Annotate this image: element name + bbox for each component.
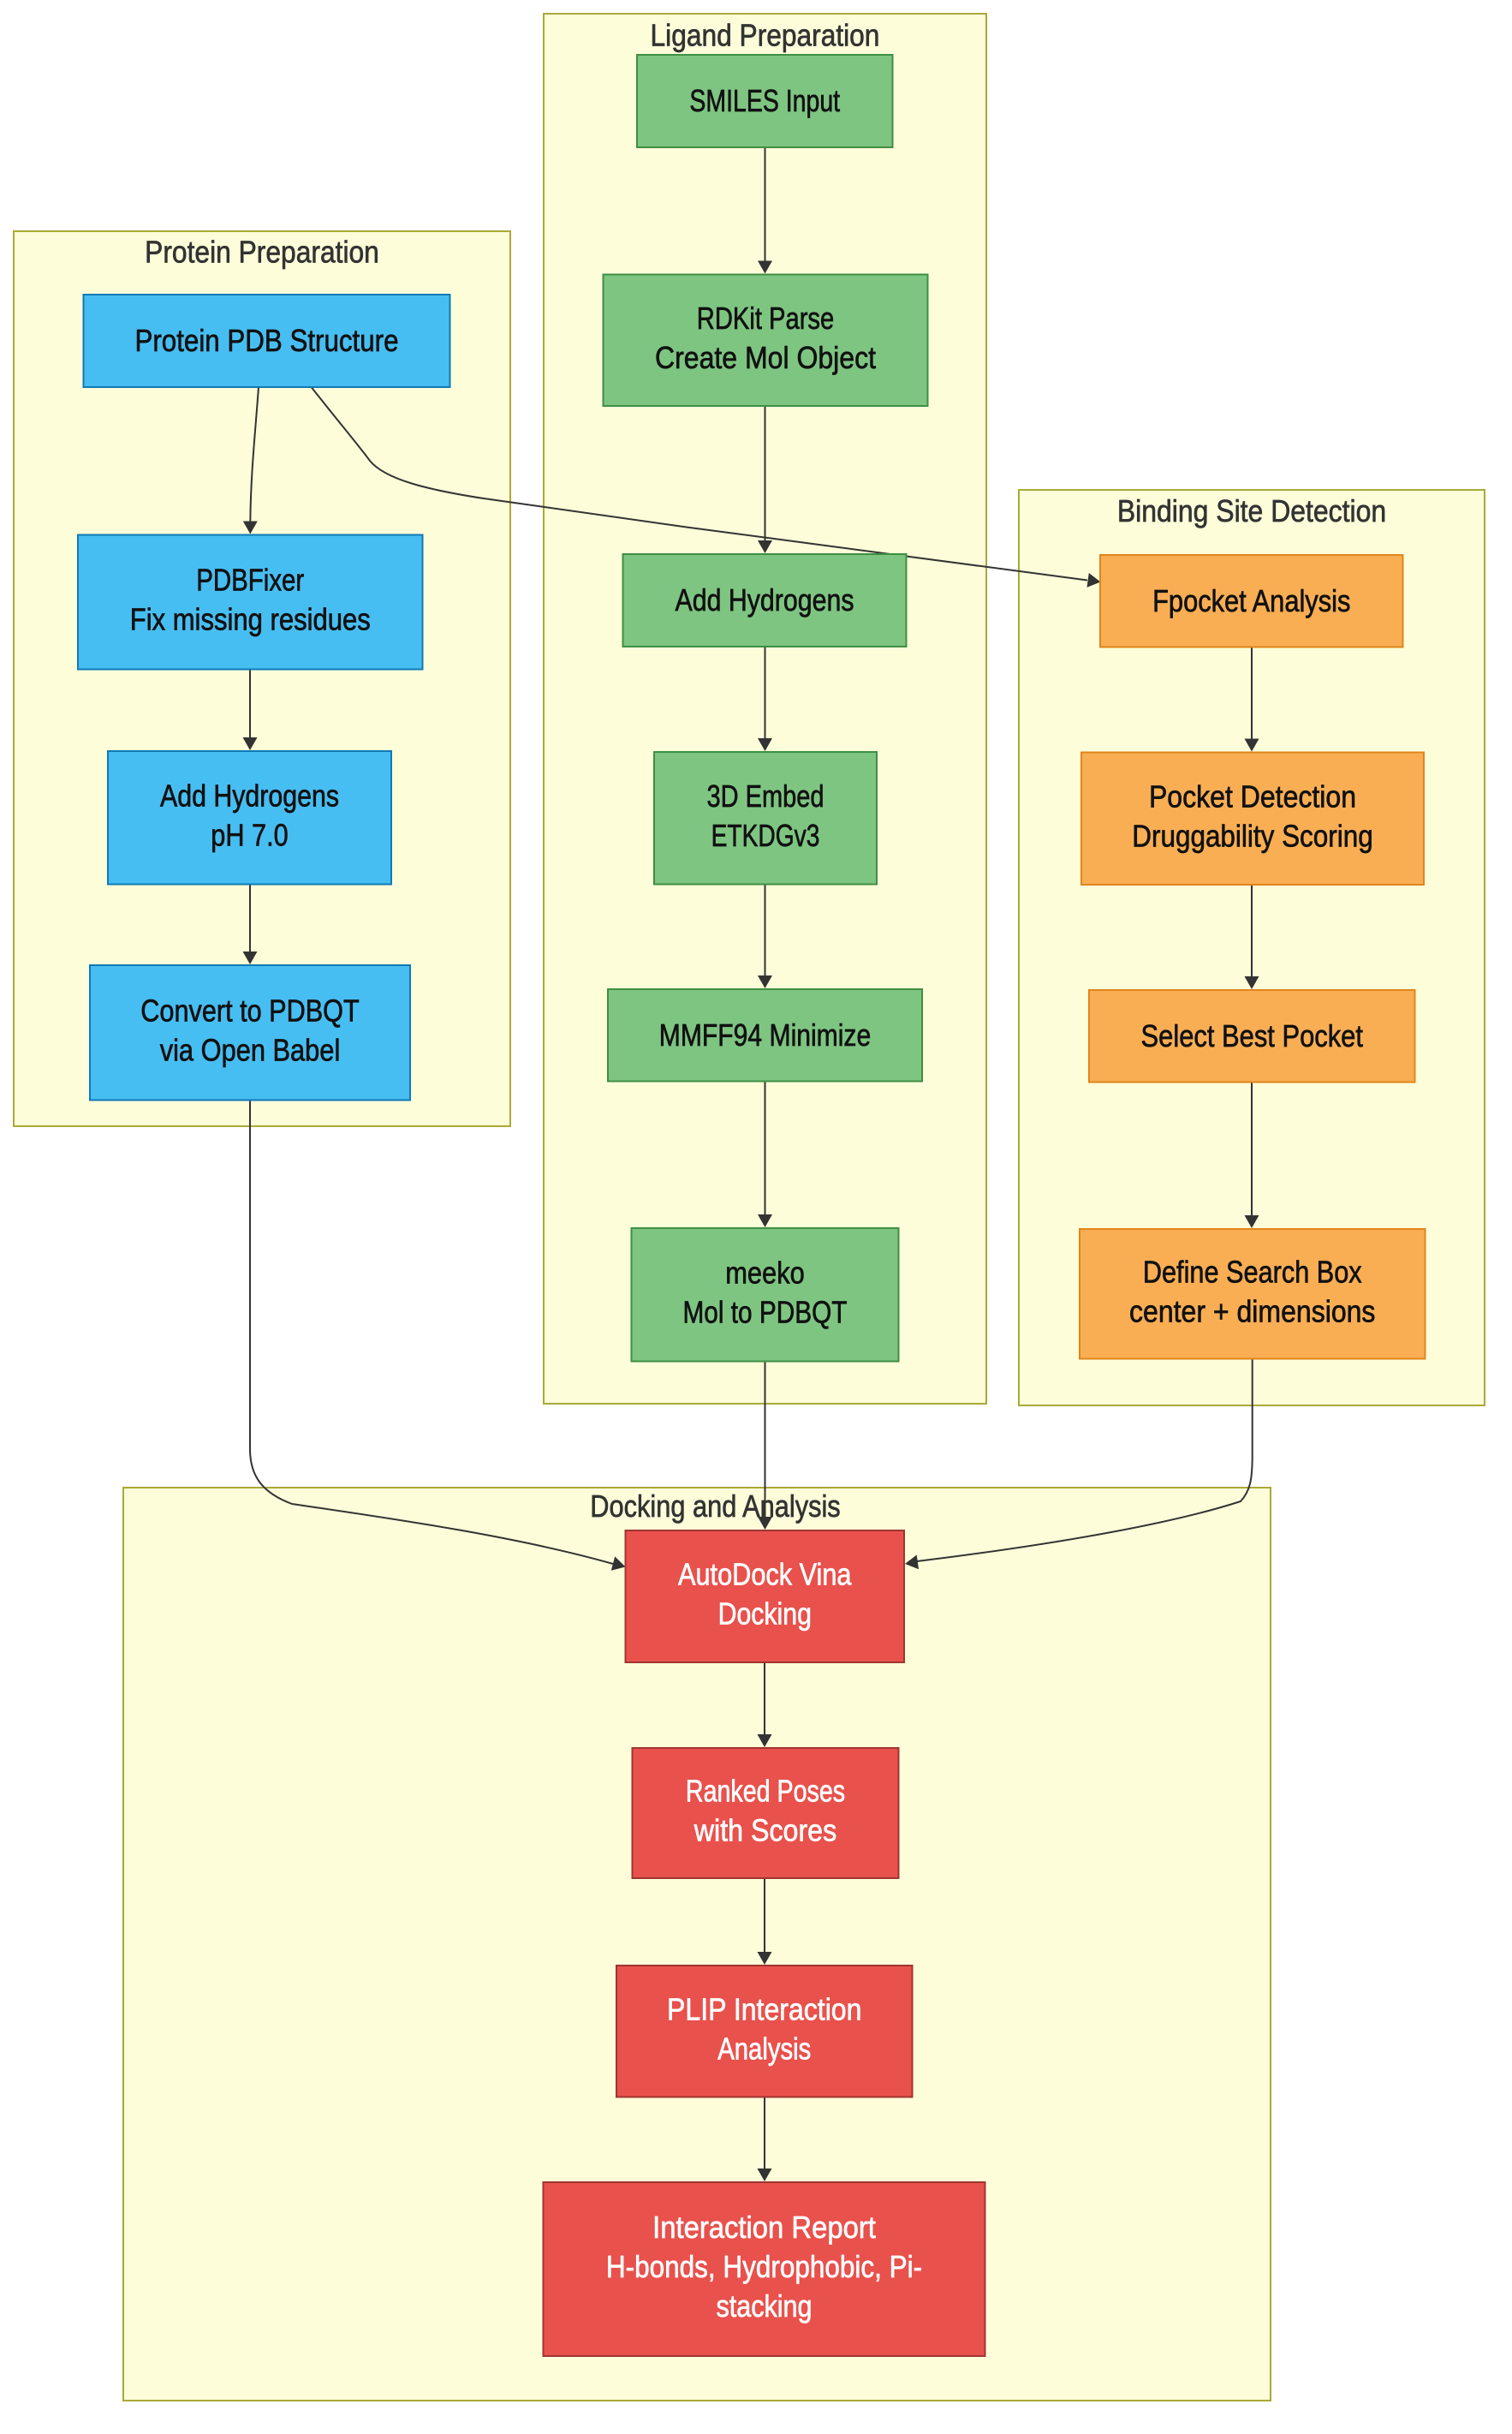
svg-text:Add Hydrogens: Add Hydrogens — [160, 778, 339, 813]
svg-text:Druggability Scoring: Druggability Scoring — [1132, 818, 1372, 853]
svg-text:Protein Preparation: Protein Preparation — [145, 235, 379, 270]
svg-text:3D Embed: 3D Embed — [707, 779, 824, 814]
svg-text:center + dimensions: center + dimensions — [1129, 1293, 1375, 1328]
svg-text:Docking: Docking — [718, 1596, 812, 1632]
svg-text:Mol to PDBQT: Mol to PDBQT — [683, 1294, 848, 1329]
svg-text:Binding Site Detection: Binding Site Detection — [1117, 493, 1386, 528]
svg-text:Fix missing residues: Fix missing residues — [130, 602, 371, 637]
svg-text:Ligand Preparation: Ligand Preparation — [651, 18, 880, 53]
svg-text:Analysis: Analysis — [717, 2031, 811, 2066]
svg-text:Interaction Report: Interaction Report — [652, 2210, 876, 2245]
svg-text:via Open Babel: via Open Babel — [160, 1032, 341, 1067]
svg-text:H-bonds, Hydrophobic, Pi-: H-bonds, Hydrophobic, Pi- — [606, 2249, 922, 2284]
svg-text:MMFF94 Minimize: MMFF94 Minimize — [659, 1017, 871, 1053]
svg-text:SMILES Input: SMILES Input — [689, 83, 840, 118]
svg-text:pH 7.0: pH 7.0 — [211, 817, 289, 852]
svg-text:PLIP Interaction: PLIP Interaction — [667, 1991, 861, 2026]
svg-text:Convert to PDBQT: Convert to PDBQT — [140, 993, 359, 1028]
svg-text:Select Best Pocket: Select Best Pocket — [1141, 1018, 1363, 1053]
svg-text:with Scores: with Scores — [693, 1813, 836, 1848]
svg-text:ETKDGv3: ETKDGv3 — [711, 818, 820, 853]
svg-text:Ranked Poses: Ranked Poses — [686, 1774, 845, 1809]
svg-text:meeko: meeko — [725, 1255, 805, 1290]
svg-text:Define Search Box: Define Search Box — [1143, 1254, 1362, 1289]
svg-text:Add Hydrogens: Add Hydrogens — [676, 582, 854, 617]
svg-text:RDKit Parse: RDKit Parse — [697, 301, 834, 336]
svg-text:Protein PDB Structure: Protein PDB Structure — [135, 323, 399, 358]
svg-text:Pocket Detection: Pocket Detection — [1149, 779, 1356, 814]
svg-text:stacking: stacking — [716, 2288, 812, 2324]
svg-text:Docking and Analysis: Docking and Analysis — [590, 1488, 840, 1524]
svg-text:Fpocket Analysis: Fpocket Analysis — [1152, 583, 1350, 618]
svg-text:PDBFixer: PDBFixer — [196, 563, 304, 598]
svg-text:Create Mol Object: Create Mol Object — [655, 340, 876, 375]
svg-text:AutoDock Vina: AutoDock Vina — [678, 1557, 852, 1592]
